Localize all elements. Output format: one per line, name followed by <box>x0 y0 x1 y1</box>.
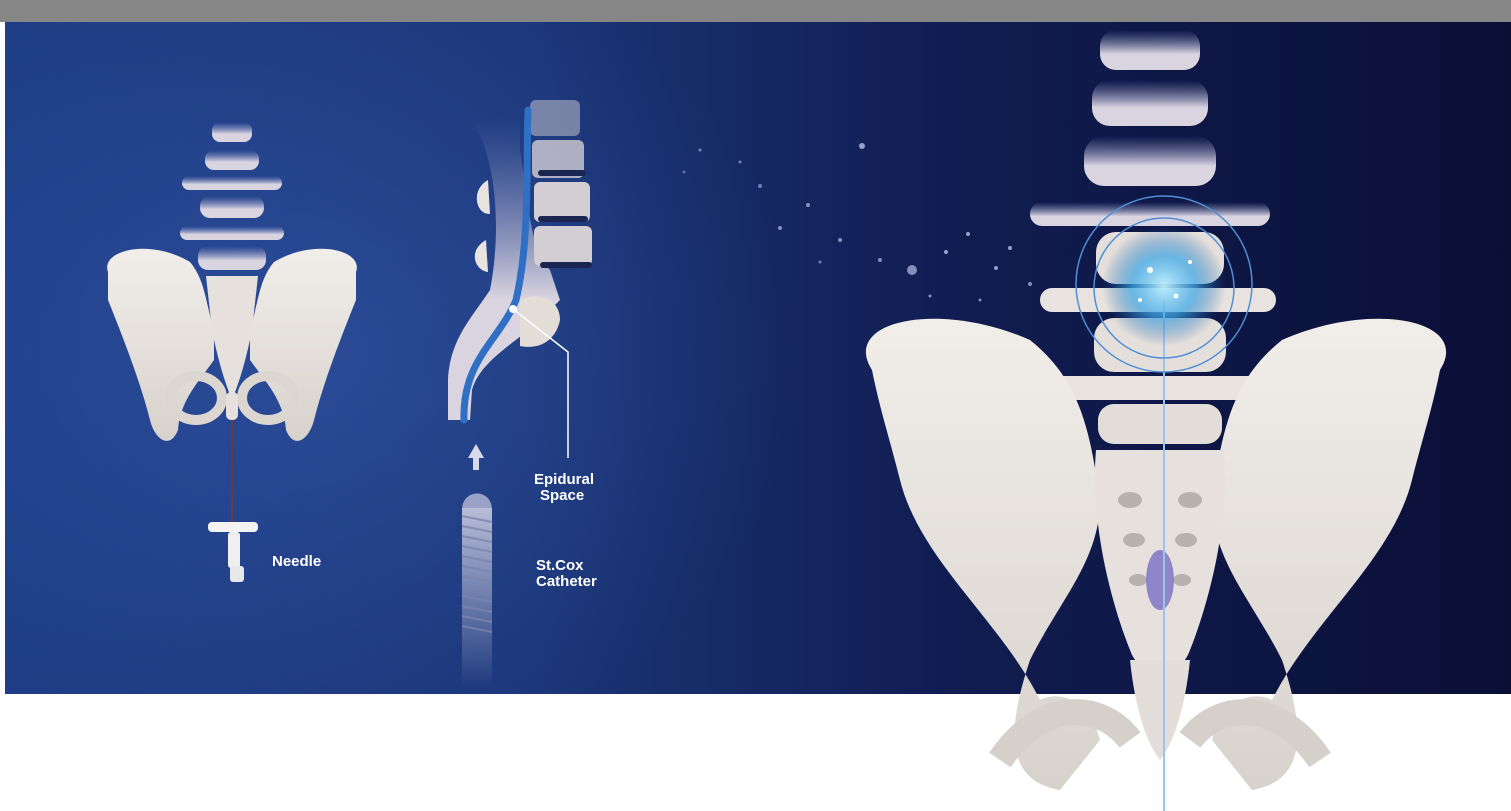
catheter-label: St.Cox Catheter <box>536 558 597 590</box>
epidural-space-line1: Epidural <box>534 472 594 488</box>
catheter-label-line1: St.Cox <box>536 558 597 574</box>
catheter-label-line2: Catheter <box>536 574 597 590</box>
sparkles <box>683 143 1033 302</box>
up-arrow-icon <box>468 444 484 470</box>
needle-label-text: Needle <box>272 554 321 570</box>
small-spine-pelvis <box>107 122 357 441</box>
needle-label: Needle <box>272 554 321 570</box>
catheter-spring <box>462 494 492 689</box>
needle-icon <box>208 420 258 582</box>
epidural-space-label: Epidural Space <box>534 472 594 504</box>
large-spine-pelvis <box>866 30 1446 790</box>
epidural-space-line2: Space <box>534 488 594 504</box>
